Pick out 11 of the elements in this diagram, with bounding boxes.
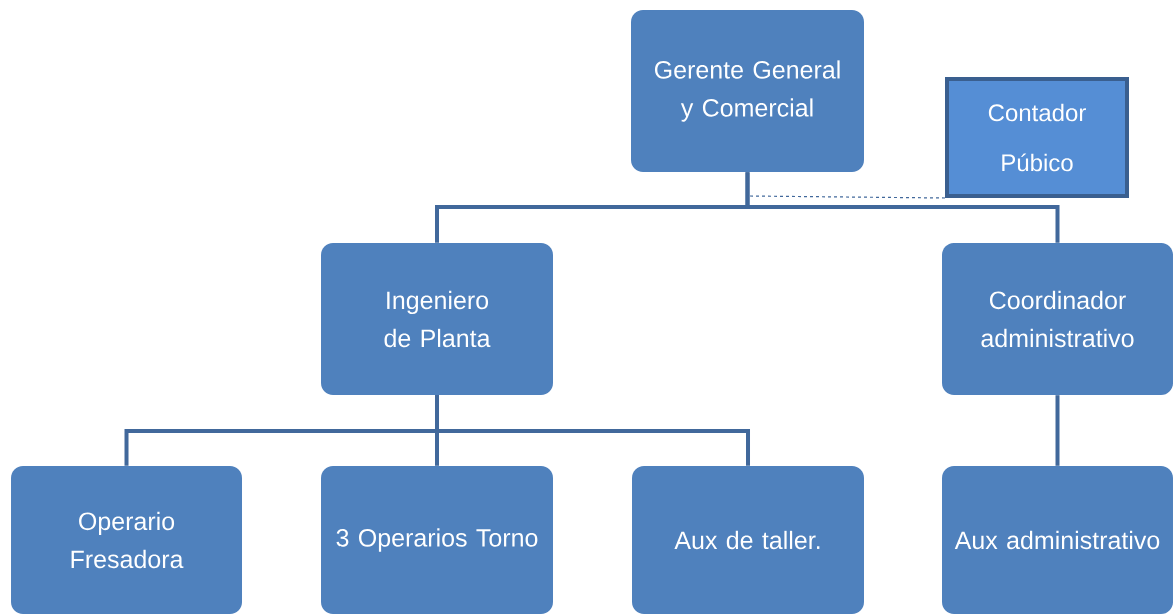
position-box: Ingeniero de Planta xyxy=(321,243,553,395)
connector xyxy=(435,395,750,466)
connector xyxy=(1055,395,1060,466)
position-box: Aux administrativo xyxy=(942,466,1173,614)
position-box: 3 Operarios Torno xyxy=(321,466,553,614)
connector xyxy=(745,172,1060,243)
position-box: Aux de taller. xyxy=(632,466,864,614)
side-box: Contador Púbico xyxy=(945,77,1129,198)
position-box: Gerente General y Comercial xyxy=(631,10,864,172)
position-box: Coordinador administrativo xyxy=(942,243,1173,395)
position-box: Operario Fresadora xyxy=(11,466,242,614)
